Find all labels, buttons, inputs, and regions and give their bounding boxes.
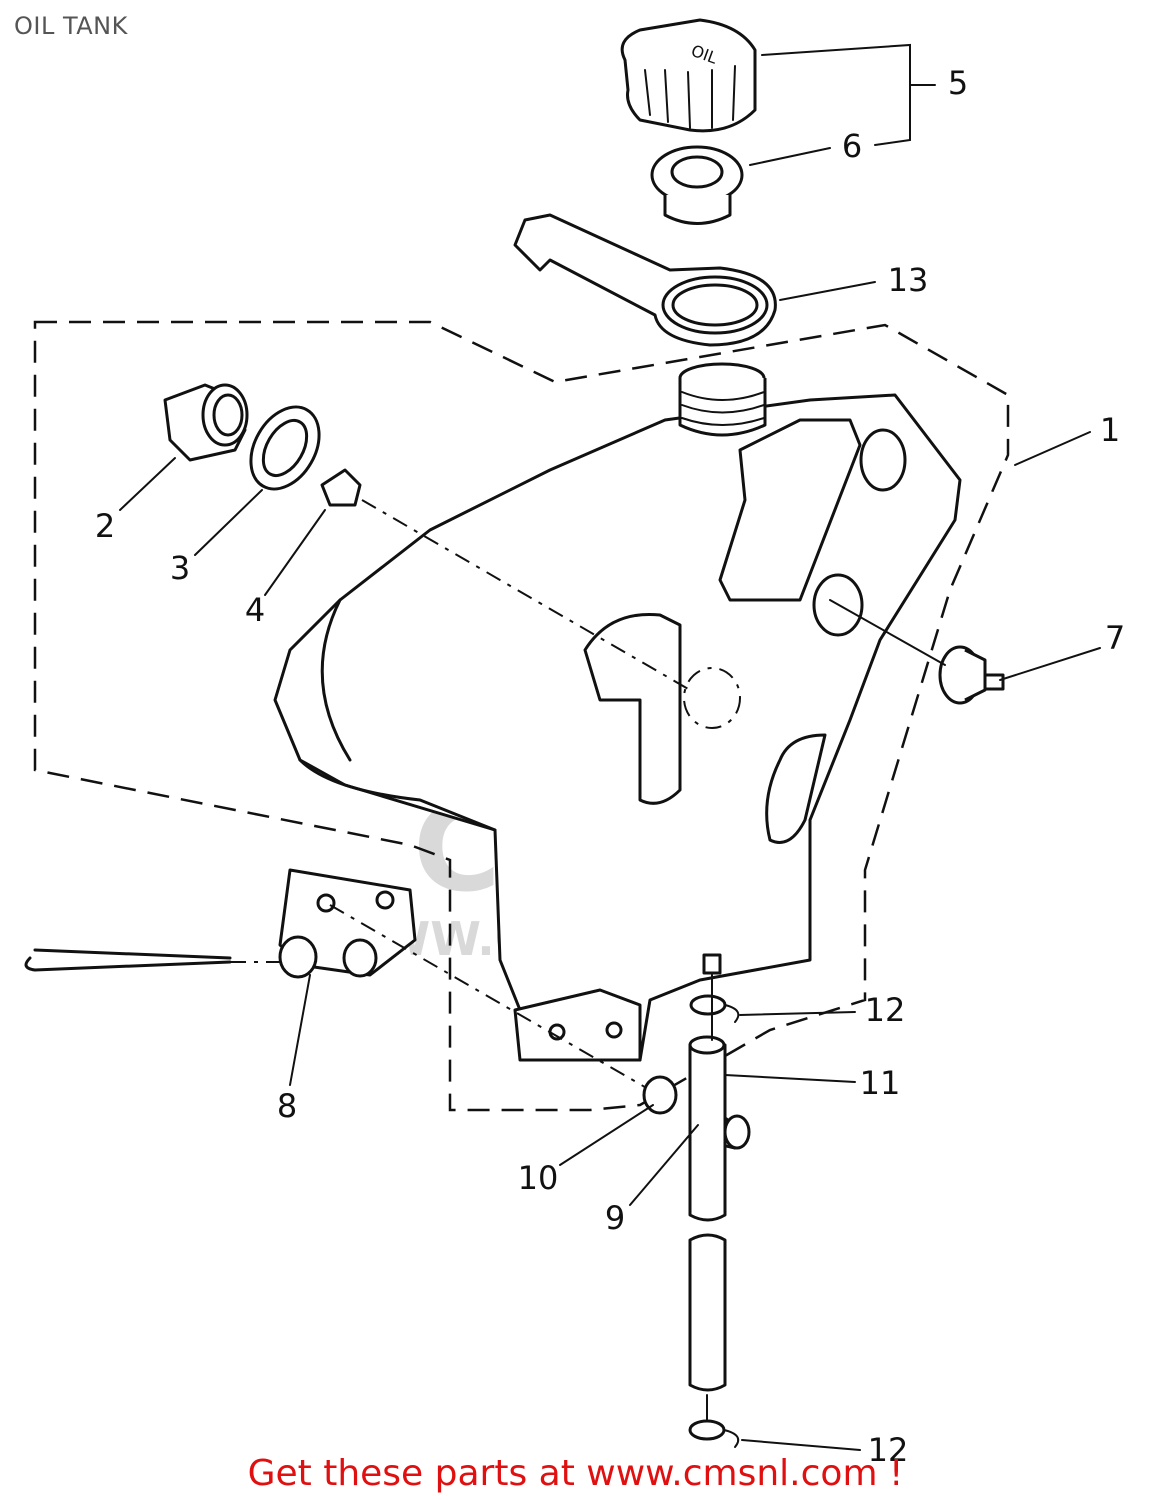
bracket-part-8 [24,868,651,1091]
hose-part-11 [688,974,727,1392]
callout-6: 6 [842,127,862,165]
callout-12b: 12 [868,1431,909,1469]
strap-part-13 [513,213,777,347]
grommet-part-7 [829,599,1005,705]
oil-tank-body [273,362,962,1062]
callout-11: 11 [860,1064,901,1102]
washer-part-10 [642,1075,678,1115]
callout-1: 1 [1100,411,1120,449]
gasket-part-4 [320,468,362,507]
callout-9: 9 [605,1199,625,1237]
page-title: OIL TANK [14,12,128,40]
washer-part-3 [249,405,321,491]
callout-4: 4 [245,591,265,629]
callout-13: 13 [888,261,929,299]
callout-10: 10 [518,1159,559,1197]
callout-5: 5 [948,64,968,102]
leader-lines [119,43,1101,1451]
callout-3: 3 [170,549,190,587]
seal-part-6 [650,145,744,225]
clip-part-12-lower [688,1394,740,1448]
callout-7: 7 [1105,619,1125,657]
callout-2: 2 [95,507,115,545]
callout-12a: 12 [865,991,906,1029]
callout-8: 8 [277,1087,297,1125]
assembly-outline [33,320,1010,1112]
clip-part-12-upper [689,994,740,1023]
cap-part-5: OIL [620,18,757,133]
plug-part-2 [163,383,249,462]
footer-link[interactable]: Get these parts at www.cmsnl.com ! [247,1453,904,1494]
